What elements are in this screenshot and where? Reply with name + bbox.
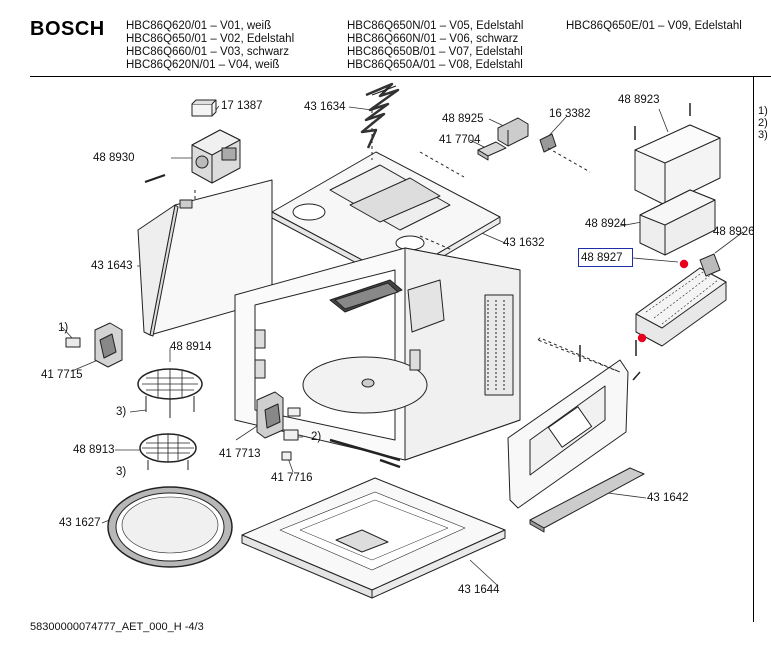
wire-rack-small-part xyxy=(139,433,197,470)
part-label-488914[interactable]: 48 8914 xyxy=(170,341,212,353)
wire-rack-part xyxy=(137,368,203,418)
note-3: 3) xyxy=(758,129,768,141)
notes-divider xyxy=(753,77,754,622)
model-line: HBC86Q650A/01 – V08, Edelstahl xyxy=(347,59,523,71)
model-list-col1: HBC86Q620/01 – V01, weiß HBC86Q650/01 – … xyxy=(126,20,294,72)
fan-cover-part xyxy=(634,103,721,256)
header-divider xyxy=(30,76,771,77)
note-2: 2) xyxy=(758,117,768,129)
connection-dots xyxy=(637,259,689,343)
part-label-417716[interactable]: 41 7716 xyxy=(271,472,313,484)
turntable-part xyxy=(107,486,233,568)
model-line: HBC86Q660N/01 – V06, schwarz xyxy=(347,33,519,45)
connection-dot xyxy=(679,259,689,269)
selected-part-highlight xyxy=(578,248,633,267)
part-label-171387[interactable]: 17 1387 xyxy=(221,100,263,112)
bottom-plate-part xyxy=(241,477,506,599)
part-label-431642[interactable]: 43 1642 xyxy=(647,492,689,504)
motor-part xyxy=(144,129,241,212)
rear-panel-part xyxy=(507,337,645,533)
footnote-marker-3: 3) xyxy=(116,466,127,478)
oven-cavity-part xyxy=(234,247,521,469)
part-label-163382[interactable]: 16 3382 xyxy=(549,108,591,120)
part-label-488913[interactable]: 48 8913 xyxy=(73,444,115,456)
footnote-marker-2: 2) xyxy=(311,431,322,443)
model-line: HBC86Q620N/01 – V04, weiß xyxy=(126,59,280,71)
model-line: HBC86Q650N/01 – V05, Edelstahl xyxy=(347,20,524,32)
heating-element-part xyxy=(360,82,400,149)
part-label-488924[interactable]: 48 8924 xyxy=(585,218,627,230)
top-plate-part xyxy=(271,110,501,285)
part-label-417715[interactable]: 41 7715 xyxy=(41,369,83,381)
model-list-col3: HBC86Q650E/01 – V09, Edelstahl xyxy=(566,20,742,33)
lamp-part xyxy=(191,99,217,117)
model-line: HBC86Q650E/01 – V09, Edelstahl xyxy=(566,20,742,32)
document-footer: 58300000074777_AET_000_H -4/3 xyxy=(30,621,204,633)
brand-logo: BOSCH xyxy=(30,18,105,40)
door-switch-part xyxy=(256,391,301,461)
part-label-431634[interactable]: 43 1634 xyxy=(304,101,346,113)
connection-dot xyxy=(637,333,647,343)
switch-part xyxy=(65,322,123,368)
part-label-488926[interactable]: 48 8926 xyxy=(713,226,755,238)
footnote-marker-3: 3) xyxy=(116,406,127,418)
model-line: HBC86Q620/01 – V01, weiß xyxy=(126,20,272,32)
part-label-431643[interactable]: 43 1643 xyxy=(91,260,133,272)
part-label-488923[interactable]: 48 8923 xyxy=(618,94,660,106)
model-line: HBC86Q660/01 – V03, schwarz xyxy=(126,46,290,58)
part-label-431627[interactable]: 43 1627 xyxy=(59,517,101,529)
part-label-417704[interactable]: 41 7704 xyxy=(439,134,481,146)
part-label-488925[interactable]: 48 8925 xyxy=(442,113,484,125)
power-board-part xyxy=(635,253,727,356)
part-label-488927[interactable]: 48 8927 xyxy=(581,252,623,264)
model-line: HBC86Q650/01 – V02, Edelstahl xyxy=(126,33,295,45)
leader-lines xyxy=(61,105,744,586)
footnote-marker-1: 1) xyxy=(58,322,69,334)
part-label-417713[interactable]: 41 7713 xyxy=(219,448,261,460)
part-label-488930[interactable]: 48 8930 xyxy=(93,152,135,164)
note-1: 1) xyxy=(758,105,768,117)
part-label-431632[interactable]: 43 1632 xyxy=(503,237,545,249)
model-list-col2: HBC86Q650N/01 – V05, Edelstahl HBC86Q660… xyxy=(347,20,523,72)
part-label-431644[interactable]: 43 1644 xyxy=(458,584,500,596)
model-line: HBC86Q650B/01 – V07, Edelstahl xyxy=(347,46,523,58)
control-module-part xyxy=(477,117,591,173)
